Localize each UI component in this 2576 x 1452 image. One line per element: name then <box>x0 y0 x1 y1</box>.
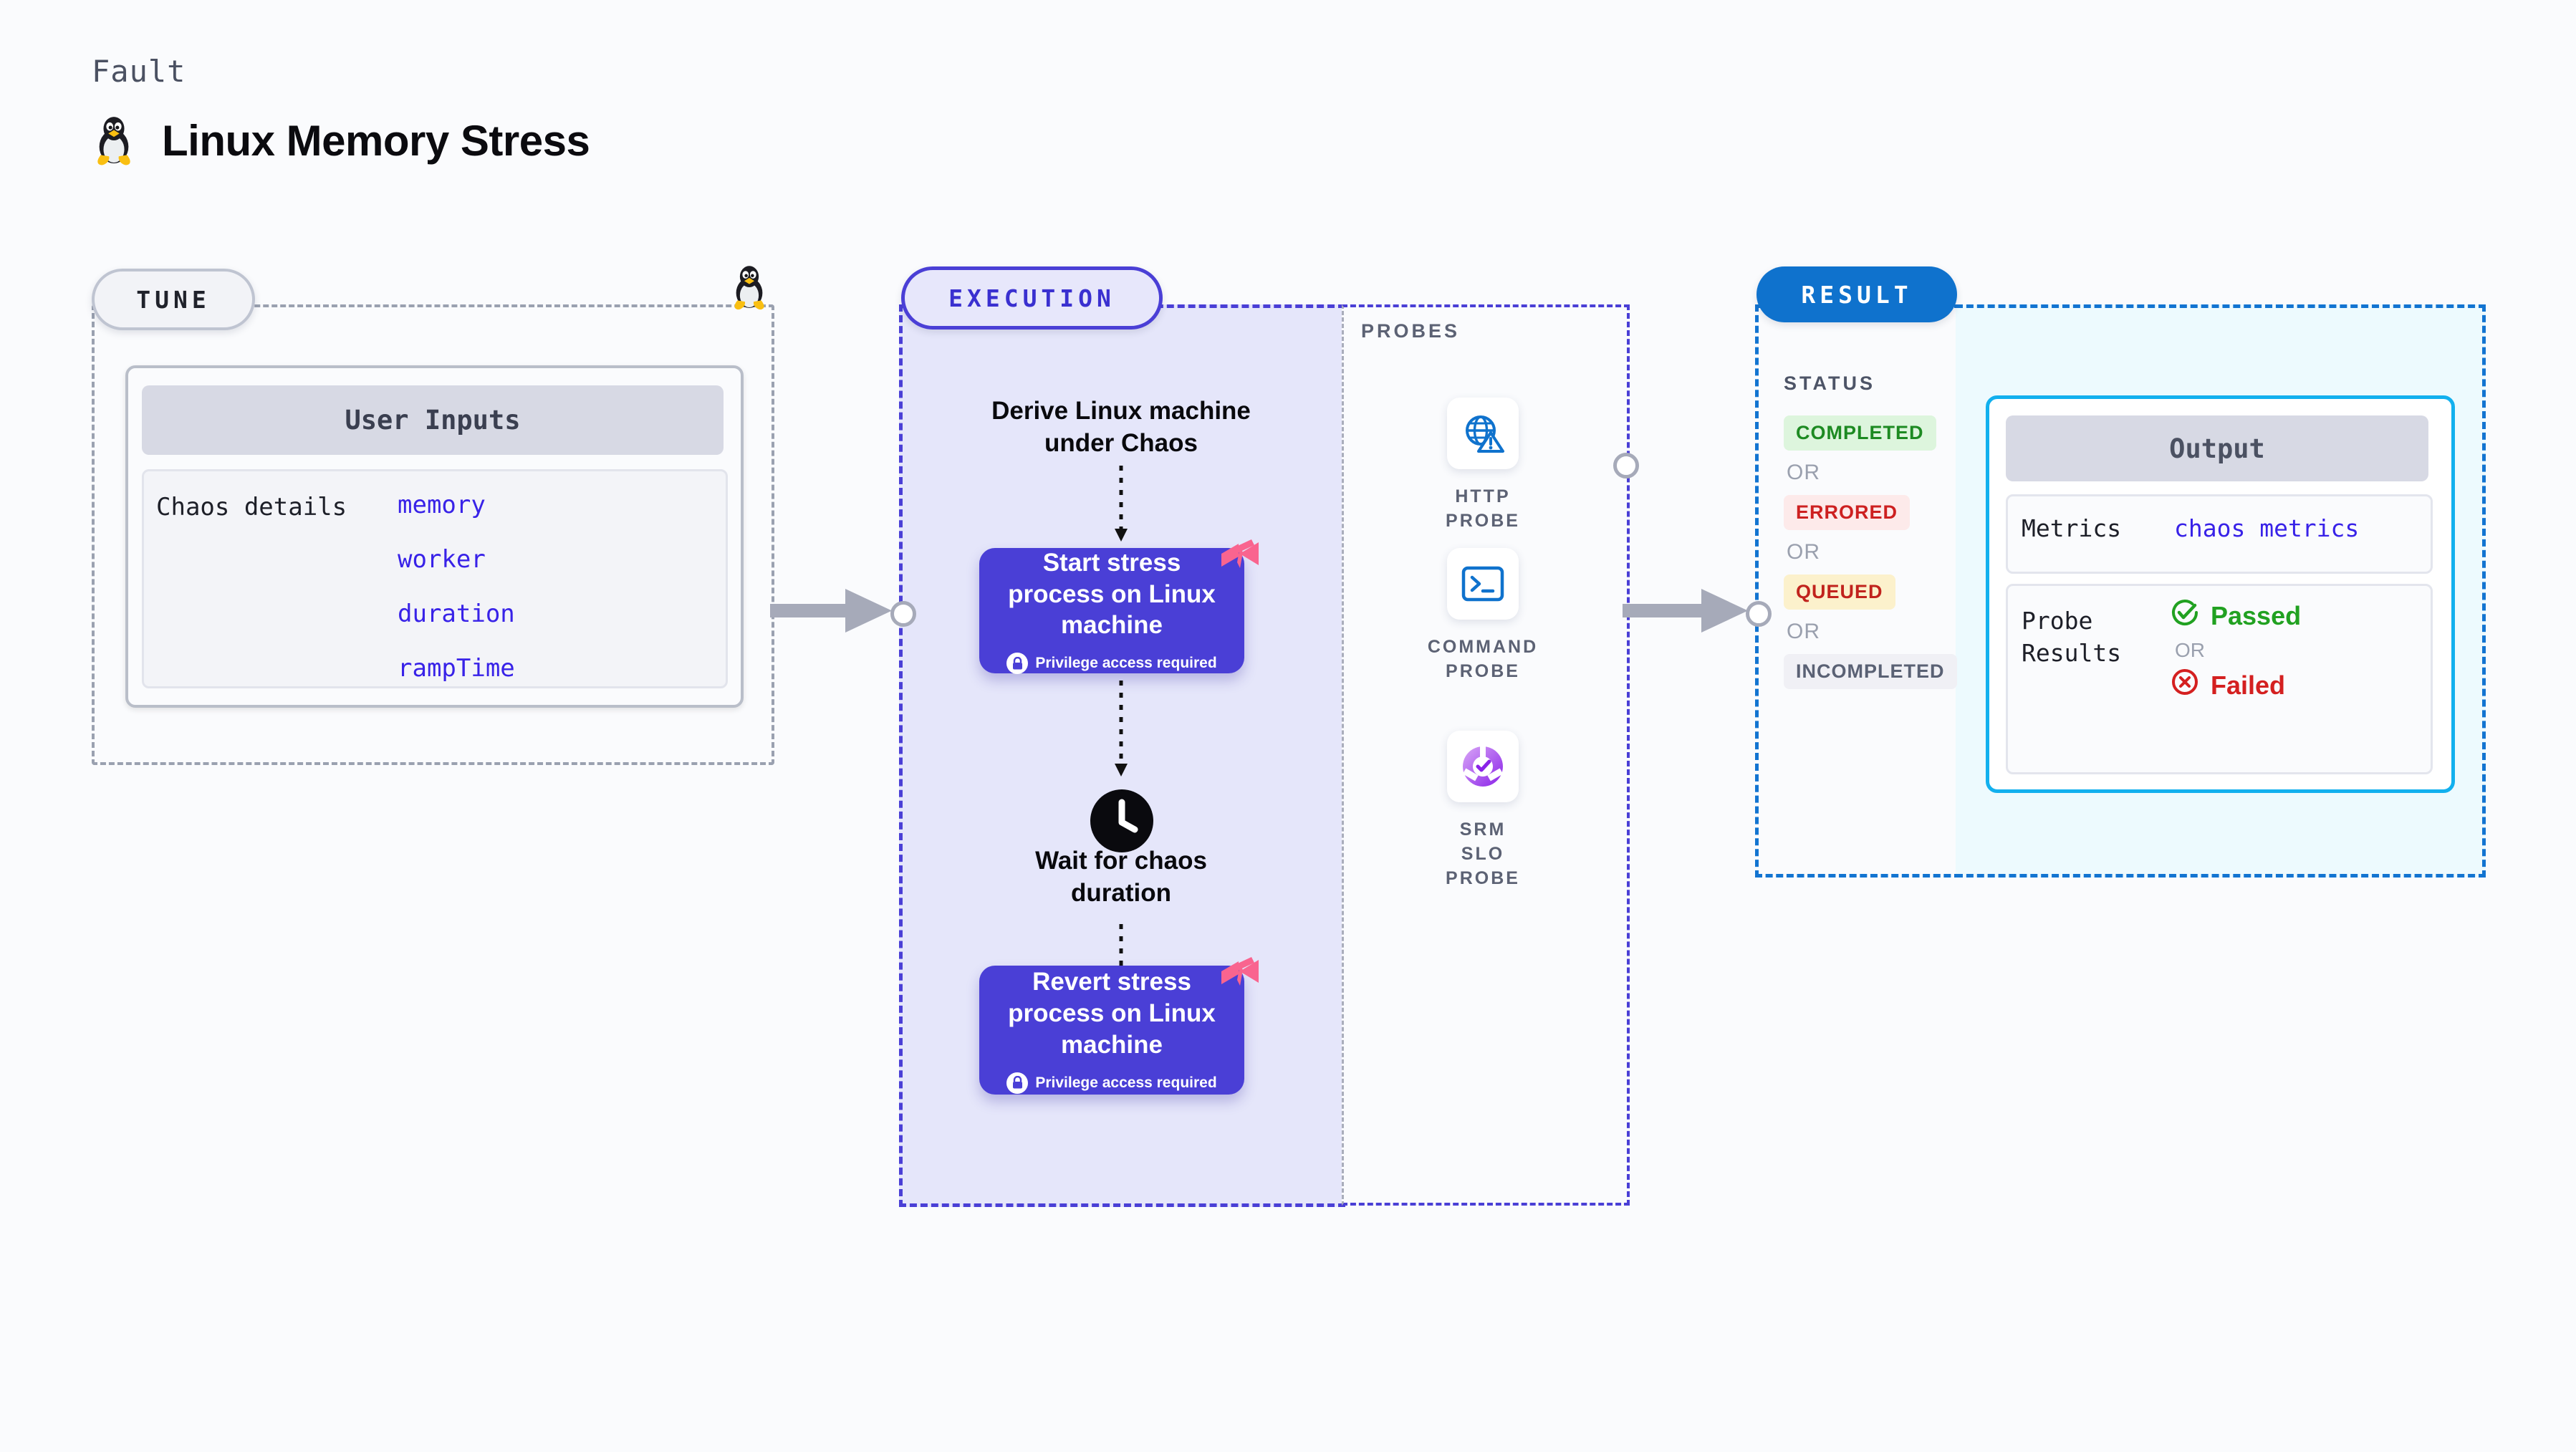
probe-http[interactable]: HTTP PROBE <box>1446 398 1520 534</box>
result-pill-label: RESULT <box>1756 266 1957 322</box>
execution-step-derive-label: Derive Linux machine under Chaos <box>991 397 1251 457</box>
user-inputs-header: User Inputs <box>142 385 724 455</box>
chaos-detail-memory: memory <box>398 491 486 519</box>
chaos-detail-worker: worker <box>398 545 486 574</box>
execution-node-start-stress-sub: Privilege access required <box>1006 653 1217 675</box>
probe-result-failed: Failed <box>2171 668 2301 703</box>
execution-node-revert-stress-title: Revert stress process on Linux machine <box>1008 968 1216 1059</box>
probe-command-label: COMMAND PROBE <box>1427 637 1539 681</box>
tune-panel <box>92 304 774 765</box>
output-metrics-label: Metrics <box>2022 514 2122 542</box>
globe-warning-icon <box>1447 398 1519 469</box>
status-badge-errored: ERRORED <box>1784 495 1911 530</box>
status-section-label: STATUS <box>1784 372 1875 394</box>
execution-node-revert-stress-sub-label: Privilege access required <box>1035 1074 1217 1091</box>
chaos-details-card <box>142 469 728 688</box>
probe-command[interactable]: COMMAND PROBE <box>1428 548 1536 684</box>
page-title-row: Linux Memory Stress <box>92 115 590 166</box>
probe-result-failed-label: Failed <box>2211 670 2286 700</box>
chaos-details-value-list: memory worker duration rampTime <box>398 491 515 683</box>
output-probe-results-row <box>2006 584 2433 774</box>
output-metrics-row <box>2006 494 2433 574</box>
execution-node-revert-stress[interactable]: Revert stress process on Linux machine P… <box>979 957 1259 1095</box>
probe-srm-slo[interactable]: SRM SLO PROBE <box>1446 731 1520 890</box>
status-badge-completed: COMPLETED <box>1784 415 1936 451</box>
flow-arrow-down-icon <box>1110 681 1132 784</box>
harness-logo-icon <box>1219 534 1261 579</box>
probe-http-label: HTTP PROBE <box>1446 486 1520 531</box>
page-title: Linux Memory Stress <box>162 116 590 165</box>
chaos-detail-duration: duration <box>398 600 515 628</box>
output-card-header: Output <box>2006 415 2428 481</box>
flow-arrow-down-icon <box>1110 466 1132 548</box>
probe-result-passed: Passed <box>2171 598 2301 633</box>
status-badge-list: COMPLETED OR ERRORED OR QUEUED OR INCOMP… <box>1784 415 1957 689</box>
probe-srm-slo-label: SRM SLO PROBE <box>1446 819 1520 888</box>
slo-donut-check-icon <box>1447 731 1519 802</box>
status-or-label: OR <box>1787 620 1820 643</box>
execution-node-start-stress-sub-label: Privilege access required <box>1035 655 1217 672</box>
output-metrics-value: chaos metrics <box>2174 514 2360 542</box>
harness-logo-icon <box>1219 951 1261 996</box>
probe-result-or-label: OR <box>2175 639 2205 661</box>
status-or-label: OR <box>1787 461 1820 484</box>
probe-result-passed-label: Passed <box>2211 600 2302 630</box>
status-or-label: OR <box>1787 540 1820 564</box>
lock-icon <box>1006 653 1029 675</box>
terminal-icon <box>1447 548 1519 620</box>
linux-tux-icon <box>729 264 769 314</box>
probes-section-label: PROBES <box>1361 320 1461 342</box>
chaos-detail-ramptime: rampTime <box>398 654 515 683</box>
connector-node-dot <box>1746 601 1772 627</box>
execution-node-revert-stress-sub: Privilege access required <box>1006 1072 1217 1094</box>
clock-icon <box>1087 787 1156 859</box>
lock-icon <box>1006 1072 1029 1094</box>
execution-node-start-stress[interactable]: Start stress process on Linux machine Pr… <box>979 539 1259 675</box>
check-circle-icon <box>2171 598 2199 633</box>
arrow-right-icon <box>1623 584 1759 641</box>
status-badge-incompleted: INCOMPLETED <box>1784 654 1957 689</box>
linux-tux-icon <box>92 115 136 166</box>
output-probe-results-values: Passed OR Failed <box>2171 598 2301 703</box>
execution-pill-label: EXECUTION <box>901 266 1163 330</box>
x-circle-icon <box>2171 668 2199 703</box>
status-badge-queued: QUEUED <box>1784 574 1895 610</box>
chaos-details-label: Chaos details <box>156 493 347 521</box>
connector-node-dot <box>1613 453 1639 479</box>
tune-pill-label: TUNE <box>92 269 255 330</box>
execution-step-wait-label: Wait for chaos duration <box>1035 847 1207 907</box>
arrow-right-icon <box>770 584 903 641</box>
fault-eyebrow-label: Fault <box>92 54 186 89</box>
execution-node-start-stress-title: Start stress process on Linux machine <box>1008 548 1216 640</box>
connector-node-dot <box>890 601 916 627</box>
